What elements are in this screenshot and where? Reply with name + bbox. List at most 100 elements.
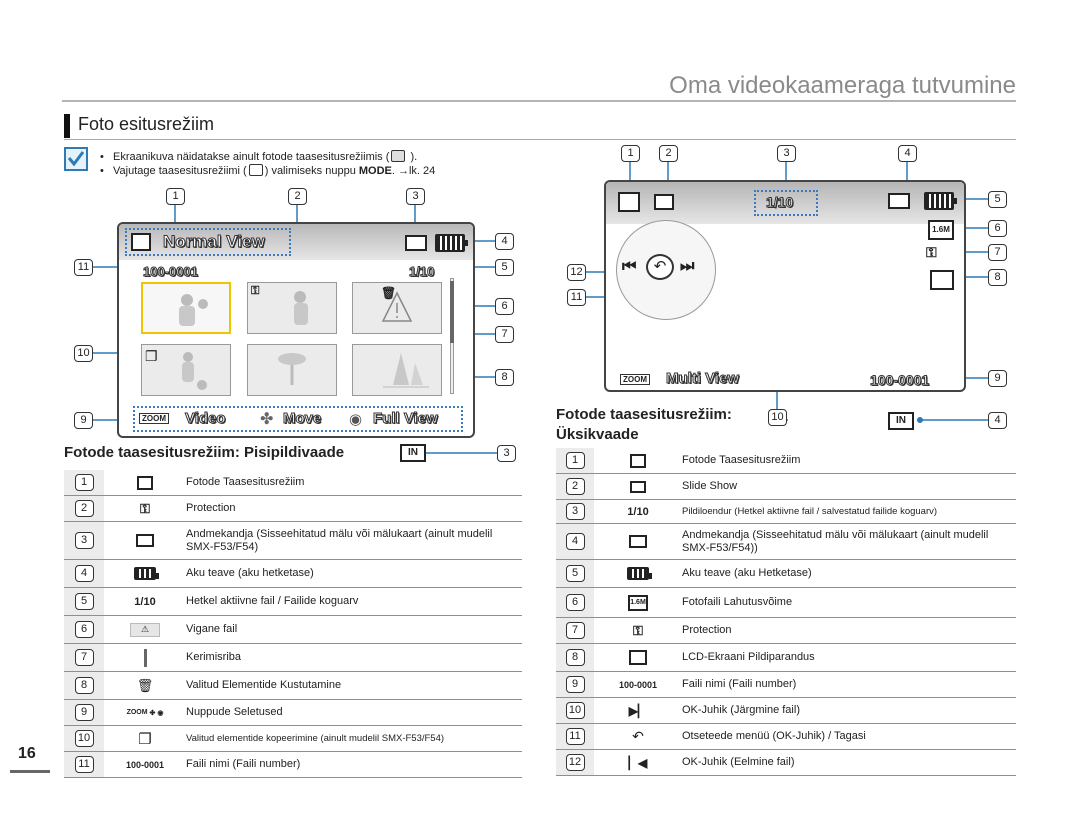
table-row: 4 Aku teave (aku hetketase): [64, 560, 522, 588]
page-header-title: Oma videokaameraga tutvumine: [669, 72, 1016, 99]
callout-r4b: 4: [988, 412, 1007, 429]
slideshow-icon: [630, 480, 646, 493]
move-icon: ✤: [260, 411, 274, 428]
ok-button-icon: ◉: [349, 411, 363, 428]
single-view-title-1: Fotode taasesitusrežiim:: [556, 406, 732, 423]
callout-3: 3: [406, 188, 425, 205]
note-check-icon: [64, 147, 88, 171]
callout-r6: 6: [988, 220, 1007, 237]
thumbnail-selected[interactable]: [141, 282, 231, 334]
key-icon: ⚿: [926, 244, 937, 260]
section-title: Foto esitusrežiim: [78, 114, 215, 134]
table-row: 5 1/10 Hetkel aktiivne fail / Failide ko…: [64, 588, 522, 616]
table-row: 4 Andmekandja (Sisseehitatud mälu või mä…: [556, 524, 1016, 560]
table-row: 7 ⚿ Protection: [556, 618, 1016, 644]
photo-playback-icon: [630, 453, 646, 468]
battery-icon: [134, 567, 159, 580]
thumbnail-delete[interactable]: [352, 344, 442, 396]
section-rule: [64, 139, 1016, 140]
file-name: 100-0001: [869, 372, 930, 389]
section-marker: [64, 114, 70, 138]
scroll-thumb[interactable]: [450, 281, 454, 343]
key-icon: ⚿: [251, 285, 260, 297]
note-line-1: • Ekraanikuva näidatakse ainult fotode t…: [100, 150, 418, 163]
next-icon: ▶▏: [628, 703, 648, 718]
full-view-label: Full View: [373, 410, 439, 428]
single-view-title-2: Üksikvaade: [556, 426, 639, 443]
page-number-rule: [10, 770, 50, 773]
move-label: Move: [282, 410, 322, 428]
table-row: 8 🗑 Valitud Elementide Kustutamine: [64, 672, 522, 700]
table-row: 5 Aku teave (aku Hetketase): [556, 560, 1016, 588]
callout-r7: 7: [988, 244, 1007, 261]
photo-playback-icon: [618, 192, 640, 212]
callout-r8: 8: [988, 269, 1007, 286]
callout-6: 6: [495, 298, 514, 315]
storage-icon: [888, 193, 910, 209]
thumbnail-view-screen: Normal View 100-0001 1/10 🗑 ❐ ⚿ ZOOM Vid…: [117, 222, 475, 438]
video-label: Video: [185, 410, 227, 428]
copy-icon: ❐: [138, 730, 152, 748]
table-row: 11 ↶ Otseteede menüü (OK-Juhik) / Tagasi: [556, 724, 1016, 750]
table-row: 8 LCD-Ekraani Pildiparandus: [556, 644, 1016, 672]
thumbnail-corrupt[interactable]: [352, 282, 442, 334]
trash-icon: 🗑: [381, 286, 397, 300]
multi-view-label: Multi View: [665, 370, 740, 388]
photo-playback-icon: [131, 233, 151, 251]
table-row: 1 Fotode Taasesitusrežiim: [64, 470, 522, 496]
play-icon: [248, 164, 263, 176]
thumbnail-copy[interactable]: [141, 344, 231, 396]
battery-icon: [924, 192, 957, 210]
table-row: 11 100-0001 Faili nimi (Faili number): [64, 752, 522, 778]
callout-r1: 1: [621, 145, 640, 162]
table-row: 9 ZOOM ✤ ◉ Nuppude Seletused: [64, 700, 522, 726]
zoom-label: ZOOM: [620, 374, 650, 385]
mode-indicator-frame: [125, 228, 291, 256]
callout-3b: 3: [497, 445, 516, 462]
storage-icon: [405, 235, 427, 251]
button-guide-bar: ZOOM Video ✤ Move ◉ Full View: [133, 406, 463, 432]
callout-r2: 2: [659, 145, 678, 162]
callout-7: 7: [495, 326, 514, 343]
storage-icon: IN: [400, 444, 426, 462]
file-name: 100-0001: [143, 264, 199, 280]
resolution-icon: 1.6M: [928, 220, 954, 240]
battery-icon: [627, 567, 652, 580]
thumbnail-palm[interactable]: [247, 344, 337, 396]
prev-icon[interactable]: ⏮: [622, 258, 637, 275]
thumbnail-view-title: Fotode taasesitusrežiim: Pisipildivaade: [64, 444, 345, 461]
lcd-enhancer-icon: [930, 270, 954, 290]
slideshow-icon: [654, 194, 674, 210]
note-line-2: • Vajutage taasesitusrežiimi () valimise…: [100, 164, 436, 177]
battery-icon: [435, 234, 468, 252]
callout-r5: 5: [988, 191, 1007, 208]
callout-11: 11: [74, 259, 93, 276]
table-row: 1 Fotode Taasesitusrežiim: [556, 448, 1016, 474]
callout-r11: 11: [567, 289, 586, 306]
file-counter: 1/10: [408, 264, 435, 280]
callout-8: 8: [495, 369, 514, 386]
trash-icon: 🗑: [136, 677, 154, 693]
back-icon[interactable]: ↶: [646, 254, 674, 280]
scrollbar-icon: [143, 648, 147, 667]
callout-2: 2: [288, 188, 307, 205]
callout-r9: 9: [988, 370, 1007, 387]
callout-r3: 3: [777, 145, 796, 162]
callout-4: 4: [495, 233, 514, 250]
callout-9: 9: [74, 412, 93, 429]
next-icon[interactable]: ⏭: [680, 258, 695, 275]
thumbnail-protected[interactable]: [247, 282, 337, 334]
table-row: 9 100-0001 Faili nimi (Faili number): [556, 672, 1016, 698]
table-row: 7 Kerimisriba: [64, 644, 522, 672]
storage-icon: [629, 535, 647, 548]
table-row: 6 ⚠ Vigane fail: [64, 616, 522, 644]
callout-1: 1: [166, 188, 185, 205]
scrollbar[interactable]: [450, 278, 454, 394]
table-row: 3 1/10 Pildiloendur (Hetkel aktiivne fai…: [556, 500, 1016, 524]
table-row: 2 ⚿ Protection: [64, 496, 522, 522]
table-row: 6 1.6M Fotofaili Lahutusvõime: [556, 588, 1016, 618]
lcd-enhancer-icon: [629, 650, 647, 665]
callout-r4: 4: [898, 145, 917, 162]
resolution-icon: 1.6M: [628, 594, 648, 611]
single-view-screen: 1/10 1.6M ⚿ ⏮ ↶ ⏭ ZOOM Multi View 100-00…: [604, 180, 966, 392]
